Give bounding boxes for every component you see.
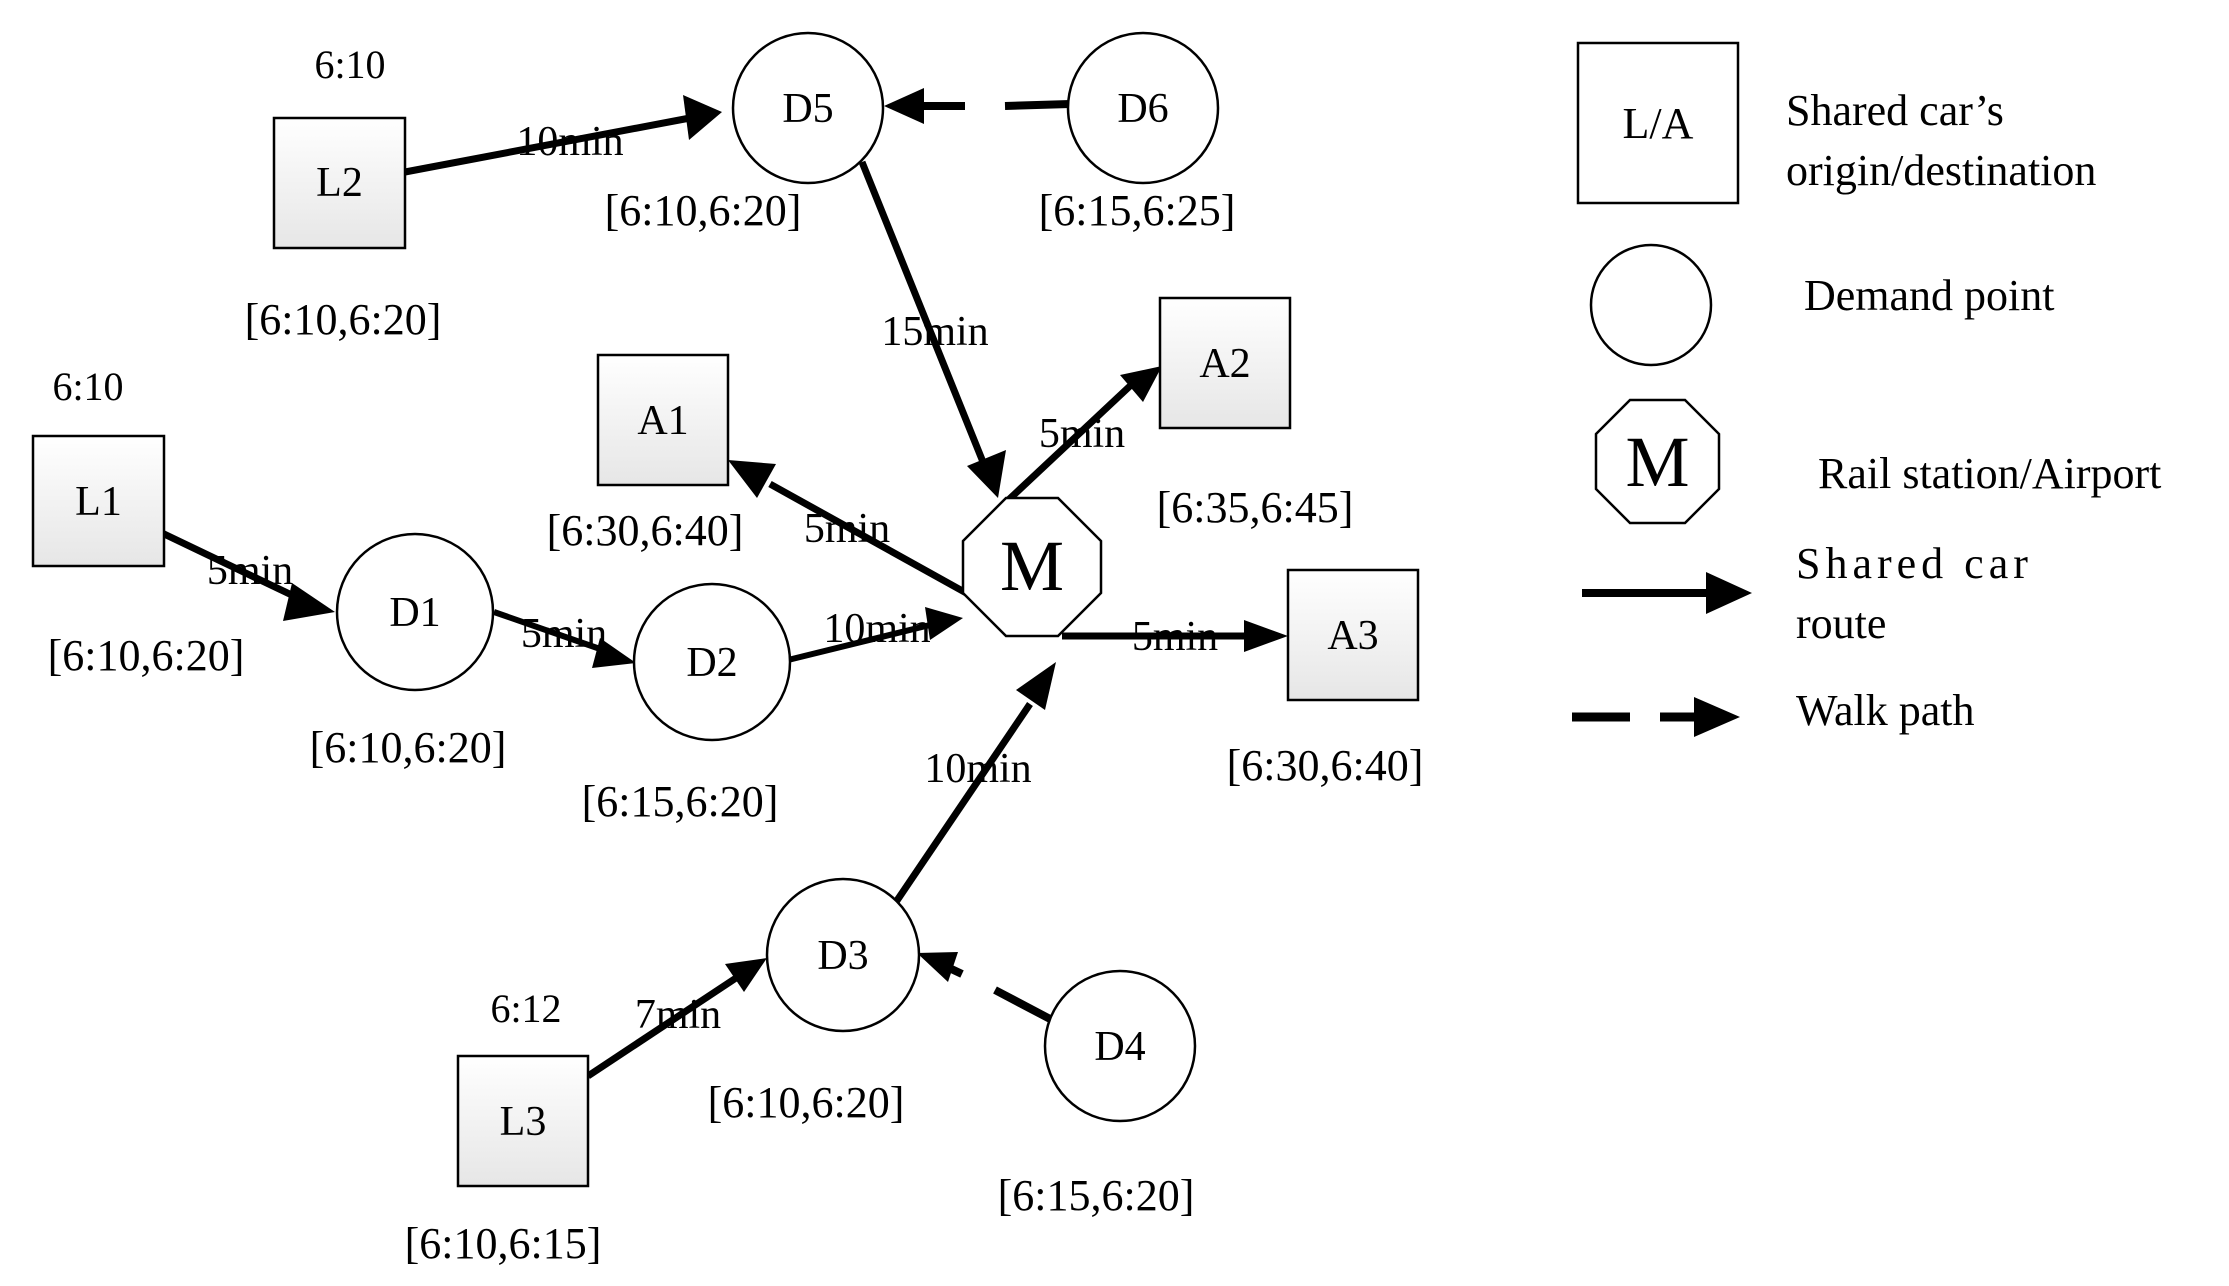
node-d3: D3 [765, 877, 921, 1033]
node-d1: D1 [335, 532, 495, 692]
node-m-label: M [1000, 526, 1064, 606]
node-a1: A1 [596, 353, 730, 487]
node-d6: D6 [1066, 31, 1220, 185]
car-route-m-a2 [1000, 366, 1162, 508]
d3-time-window: [6:10,6:20] [708, 1078, 905, 1127]
legend-square-symbol: L/A [1623, 99, 1694, 148]
edge-time-l3-d3: 7min [635, 992, 721, 1038]
edge-time-m-a3: 5min [1132, 614, 1218, 660]
l1-departure-time: 6:10 [52, 364, 123, 409]
node-a1-label: A1 [637, 398, 688, 444]
node-d6-label: D6 [1117, 86, 1168, 132]
node-l1-label: L1 [75, 479, 122, 525]
car-route-d1-d2 [493, 609, 636, 668]
edge-time-m-a1: 5min [804, 506, 890, 552]
node-l1: L1 [31, 434, 166, 568]
l3-departure-time: 6:12 [490, 986, 561, 1031]
legend-circle [1589, 243, 1713, 367]
node-d2: D2 [632, 582, 792, 742]
edge-time-d5-m: 15min [881, 309, 988, 355]
legend-car-route-arrow [1582, 572, 1752, 614]
walk-path-d6-d5 [884, 88, 1071, 124]
node-l2-label: L2 [316, 160, 363, 206]
node-a2-label: A2 [1199, 341, 1250, 387]
l1-time-window: [6:10,6:20] [48, 631, 245, 680]
walk-path-d4-d3 [917, 952, 1054, 1024]
node-m: M [961, 496, 1103, 638]
legend-square-label-line1: Shared car’s [1786, 86, 2004, 135]
legend-octagon: M [1594, 398, 1721, 525]
l2-time-window: [6:10,6:20] [245, 295, 442, 344]
d6-time-window: [6:15,6:25] [1039, 186, 1236, 235]
edge-time-d3-m: 10min [924, 746, 1031, 792]
d4-time-window: [6:15,6:20] [998, 1171, 1195, 1220]
a2-time-window: [6:35,6:45] [1157, 483, 1354, 532]
legend-car-route-label-line2: route [1796, 599, 1886, 648]
node-l3: L3 [456, 1054, 590, 1188]
legend-walk-path-label: Walk path [1796, 686, 1975, 735]
node-a3-label: A3 [1327, 613, 1378, 659]
edge-time-d2-m: 10min [823, 606, 930, 652]
node-l2: L2 [272, 116, 407, 250]
a1-time-window: [6:30,6:40] [547, 506, 744, 555]
node-a3: A3 [1286, 568, 1420, 702]
node-d5: D5 [731, 31, 885, 185]
l3-time-window: [6:10,6:15] [405, 1219, 602, 1268]
edge-time-d1-d2: 5min [521, 611, 607, 657]
d5-time-window: [6:10,6:20] [605, 186, 802, 235]
car-route-d2-m [787, 607, 963, 663]
a3-time-window: [6:30,6:40] [1227, 741, 1424, 790]
legend-car-route-label-line1: Shared car [1796, 539, 2033, 588]
node-l3-label: L3 [500, 1099, 547, 1145]
d1-time-window: [6:10,6:20] [310, 723, 507, 772]
edge-time-l1-d1: 5min [207, 548, 293, 594]
legend-square: L/A [1576, 41, 1740, 205]
node-d4: D4 [1043, 969, 1197, 1123]
legend-circle-label: Demand point [1804, 271, 2055, 320]
edge-time-l2-d5: 10min [516, 119, 623, 165]
car-route-l2-d5 [404, 95, 722, 176]
node-d1-label: D1 [389, 590, 440, 636]
car-route-m-a3 [1062, 620, 1288, 652]
car-route-l1-d1 [160, 529, 335, 621]
l2-departure-time: 6:10 [314, 42, 385, 87]
node-a2: A2 [1158, 296, 1292, 430]
car-route-m-a1 [728, 460, 970, 598]
legend-square-label-line2: origin/destination [1786, 146, 2096, 195]
car-route-d5-m [858, 160, 1006, 498]
legend-octagon-label: Rail station/Airport [1818, 449, 2161, 498]
node-d5-label: D5 [782, 86, 833, 132]
legend-walk-path-arrow [1572, 697, 1740, 737]
node-d2-label: D2 [686, 640, 737, 686]
node-d3-label: D3 [817, 933, 868, 979]
node-d4-label: D4 [1094, 1024, 1145, 1070]
car-route-l3-d3 [586, 958, 767, 1079]
legend: L/A Shared car’s origin/destination Dema… [1572, 41, 2161, 737]
car-route-d3-m [893, 662, 1056, 904]
legend-octagon-symbol: M [1625, 422, 1689, 502]
d2-time-window: [6:15,6:20] [582, 777, 779, 826]
edge-time-m-a2: 5min [1039, 411, 1125, 457]
